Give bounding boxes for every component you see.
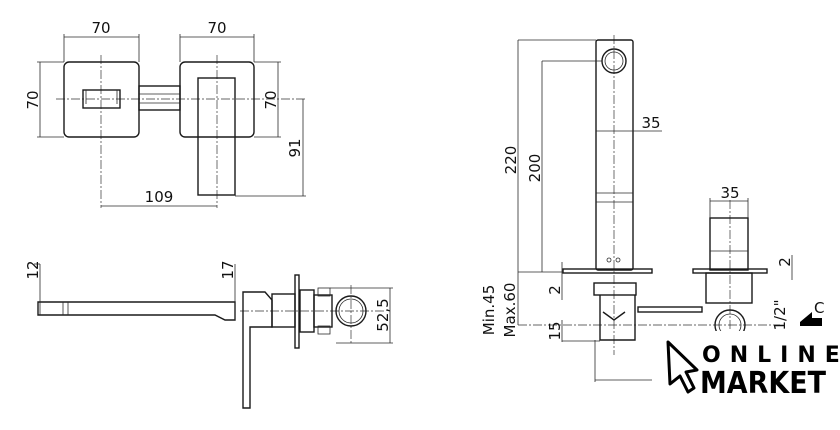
connecting-pipe (138, 85, 181, 111)
connecting-pipe-front (637, 306, 703, 313)
flow-mark: C (814, 299, 824, 317)
dim-plate-left: 2 (546, 285, 564, 295)
logo-line1: ONLINE (702, 343, 840, 368)
dim-height-total: 220 (502, 146, 520, 175)
flange-left (562, 268, 653, 274)
online-market-logo: ONLINE MARKET (652, 331, 840, 401)
handle (709, 217, 749, 271)
side-view: 12 17 52,5 (24, 260, 393, 409)
dim-handle-width: 35 (720, 184, 739, 202)
dim-plate-right: 2 (776, 257, 794, 267)
dim-spout-width: 35 (641, 114, 660, 132)
dim-height-right: 70 (262, 90, 280, 109)
dim-max-depth: Max.60 (501, 283, 519, 338)
logo-line2: MARKET (700, 366, 826, 401)
flow-arrow-icon (800, 312, 822, 326)
dim-center-distance: 109 (145, 188, 174, 206)
vertical-spout (595, 39, 634, 271)
dim-spout-thickness: 12 (24, 260, 42, 279)
dim-spout-end: 17 (219, 260, 237, 279)
right-plate (179, 61, 255, 138)
dim-height-left: 70 (24, 90, 42, 109)
dim-body-depth: 52,5 (374, 298, 392, 331)
dim-min-depth: Min.45 (480, 285, 498, 335)
top-view: 70 70 70 70 91 109 (24, 19, 306, 208)
dim-width-right: 70 (207, 19, 226, 37)
dim-offset: 15 (546, 321, 564, 340)
spout (37, 301, 236, 321)
thread-size: 1/2" (771, 299, 789, 330)
left-plate (63, 61, 140, 138)
front-view: 220 200 35 35 2 2 Min.45 Max.60 15 1/2" … (480, 35, 824, 382)
lever (197, 77, 236, 196)
diverter-handle (82, 89, 121, 109)
side-lever (242, 291, 273, 409)
dim-height-outlet: 200 (526, 154, 544, 183)
wall-flange (294, 274, 300, 349)
dim-lever-offset: 91 (286, 138, 304, 157)
cursor-icon (666, 340, 699, 394)
dim-width-left: 70 (91, 19, 110, 37)
